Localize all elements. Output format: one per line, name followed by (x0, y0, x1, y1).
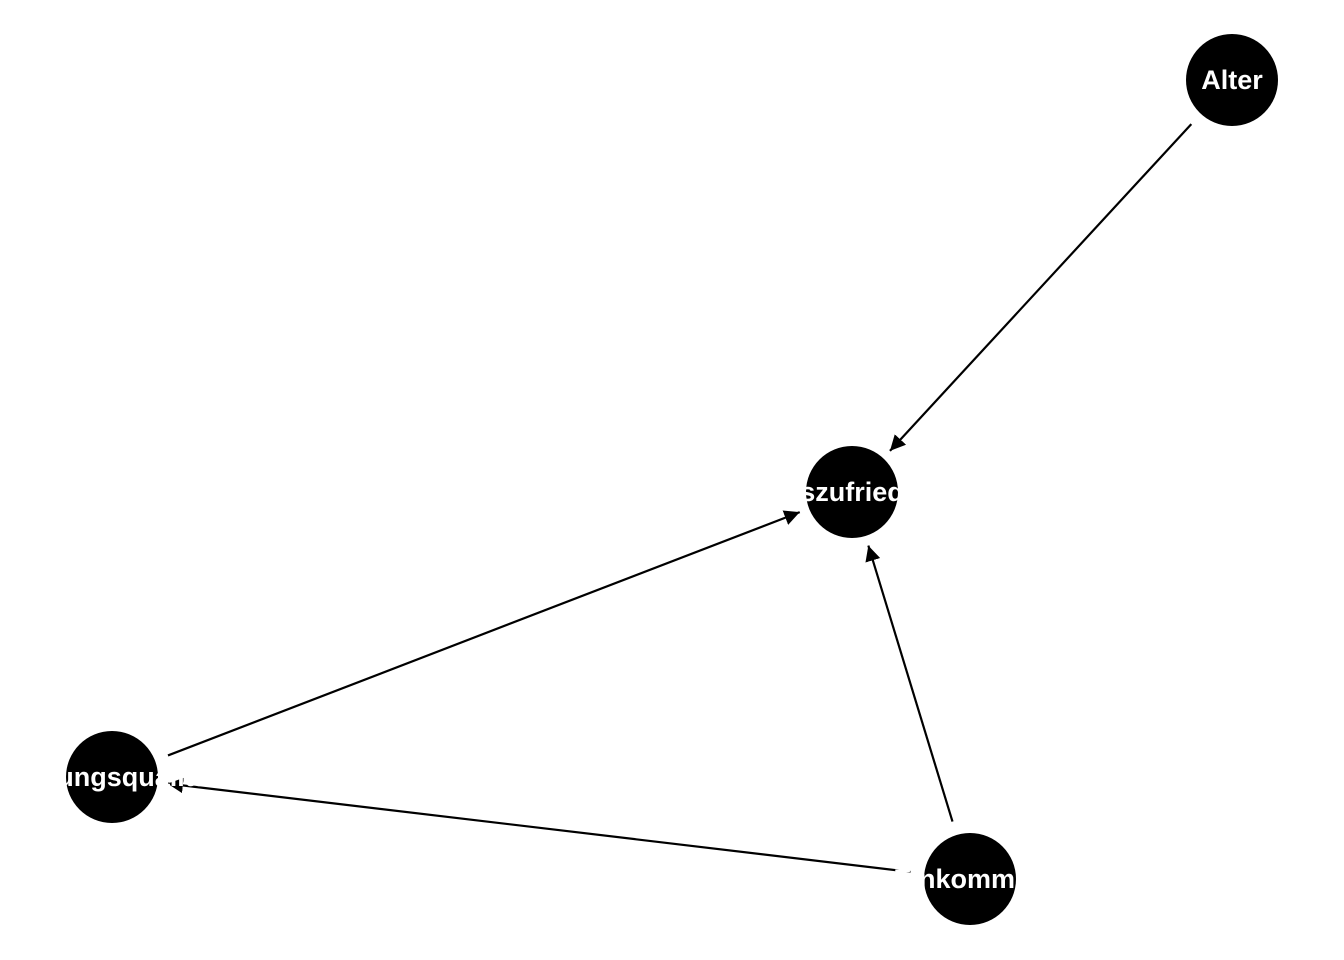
node-label: Bildungsqualität (6, 762, 218, 792)
node-label: Einkommen (893, 864, 1046, 894)
node-bildung: Bildungsqualität (6, 731, 218, 823)
edge-alter-to-leben (889, 123, 1193, 452)
node-circle (66, 731, 158, 823)
node-circle (1186, 34, 1278, 126)
node-alter: Alter (1186, 34, 1278, 126)
node-circle (924, 833, 1016, 925)
node-einkommen: Einkommen (893, 833, 1047, 925)
node-leben: Lebenszufriedenheit (721, 446, 984, 538)
edge-einkommen-to-leben (865, 545, 954, 822)
node-label: Lebenszufriedenheit (721, 477, 984, 507)
node-circle (806, 446, 898, 538)
edge-bildung-to-leben (167, 510, 801, 757)
node-label: Alter (1201, 65, 1263, 95)
edge-einkommen-to-bildung (167, 777, 911, 874)
